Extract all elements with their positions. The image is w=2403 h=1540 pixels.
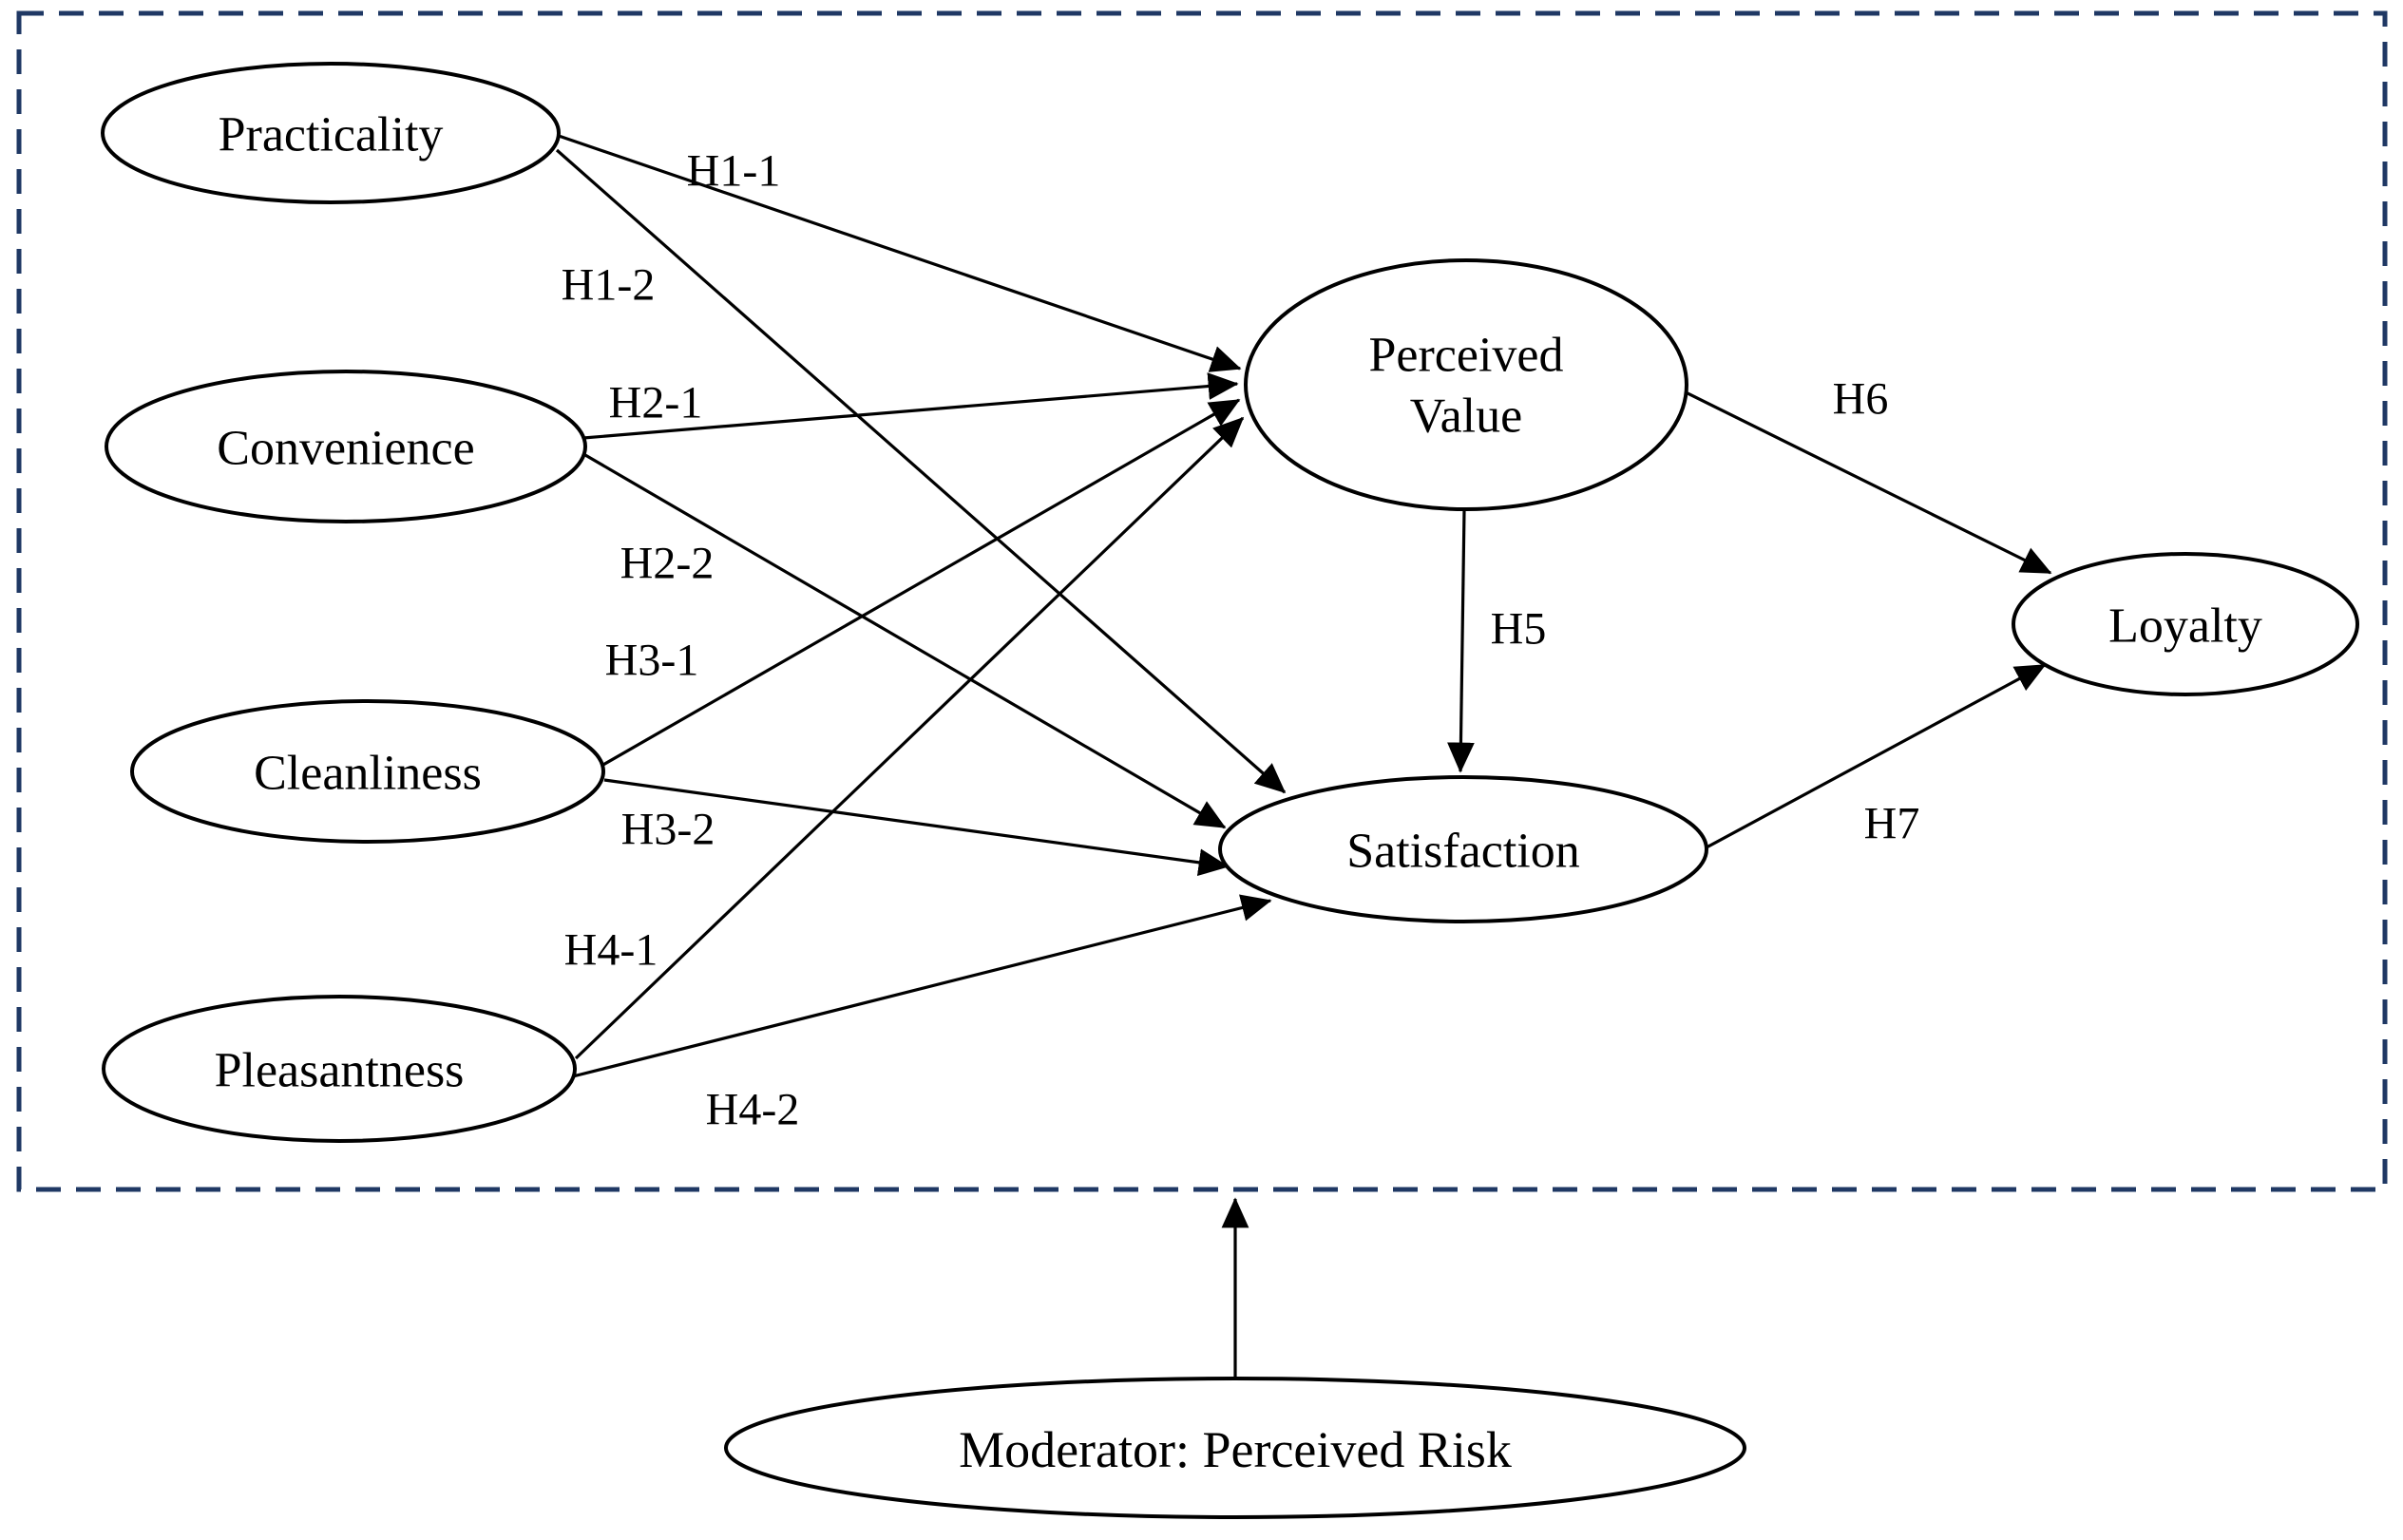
edge-label-h1-1: H1-1 [687, 146, 781, 197]
node-loyalty [2012, 552, 2359, 696]
edge-label-h5: H5 [1491, 604, 1547, 655]
edge-h1-1 [558, 134, 1242, 372]
edge-h2-1 [582, 372, 1239, 440]
edge-label-h4-2: H4-2 [706, 1085, 800, 1135]
node-label-satisfaction: Satisfaction [1346, 825, 1580, 879]
edge-h6 [1683, 390, 2052, 575]
node-label-cleanliness: Cleanliness [254, 747, 482, 801]
node-pleasantness [102, 995, 577, 1143]
node-label-perceived_value-line2: Value [1410, 390, 1522, 444]
node-cleanliness [130, 699, 605, 844]
edge-label-h3-1: H3-1 [605, 636, 699, 686]
model-boundary [16, 10, 2388, 1192]
node-practicality [101, 62, 561, 204]
edge-label-h4-1: H4-1 [564, 925, 658, 976]
edge-label-h7: H7 [1864, 799, 1920, 849]
edge-label-h2-2: H2-2 [620, 539, 715, 589]
node-label-practicality: Practicality [219, 108, 444, 162]
node-label-loyalty: Loyalty [2108, 599, 2262, 654]
node-label-perceived_value-line1: Perceived [1368, 329, 1563, 383]
node-moderator [724, 1377, 1746, 1519]
node-satisfaction [1218, 775, 1708, 923]
edge-label-h3-2: H3-2 [621, 805, 715, 855]
edge-label-h2-1: H2-1 [609, 378, 703, 428]
node-label-moderator: Moderator: Perceived Risk [959, 1421, 1512, 1478]
edge-h1-2 [555, 148, 1287, 794]
edge-label-h6: H6 [1833, 374, 1889, 425]
node-label-convenience: Convenience [217, 422, 474, 476]
edge-h4-1 [574, 416, 1245, 1060]
edge-h2-2 [584, 453, 1227, 829]
edge-label-h1-2: H1-2 [562, 260, 656, 311]
node-convenience [105, 370, 587, 523]
node-perceived_value [1244, 258, 1688, 511]
node-label-pleasantness: Pleasantness [215, 1044, 465, 1098]
edge-h3-2 [603, 778, 1230, 877]
edge-h3-1 [601, 398, 1241, 768]
edge-h4-2 [572, 894, 1272, 1078]
edge-h5 [1447, 509, 1475, 773]
edge-h7 [1706, 663, 2047, 849]
